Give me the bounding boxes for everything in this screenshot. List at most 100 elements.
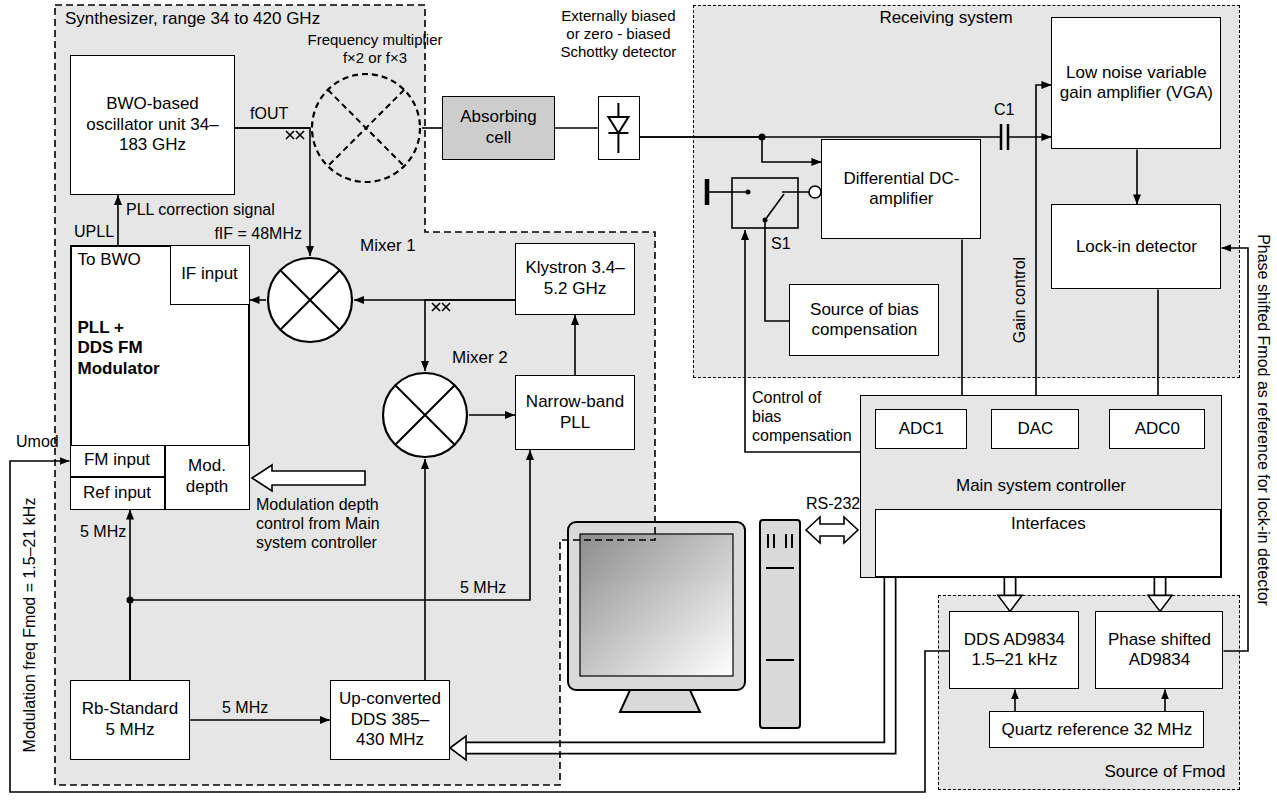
- connector-path: [1014, 689, 1016, 711]
- tower: [760, 520, 800, 728]
- signal-line: [1036, 85, 1051, 409]
- monitor-stand: [620, 690, 700, 712]
- bus-arrowhead: [1148, 595, 1172, 611]
- dds-box: Up-converted DDS 385–430 MHz: [330, 680, 450, 760]
- signal-line: [118, 195, 119, 245]
- annotation-label: RS-232: [806, 494, 860, 513]
- node-text: Low noise variable gain amplifier (VGA): [1058, 63, 1214, 104]
- node-text: DDS AD9834 1.5–21 kHz: [956, 630, 1072, 671]
- signal-label: Modulation freq Fmod = 1.5–21 kHz: [20, 498, 39, 753]
- connector-path: [574, 315, 576, 375]
- node-text: Narrow-band PLL: [522, 392, 628, 433]
- switch-symbol: [732, 178, 798, 228]
- mixer-ring: [383, 373, 467, 457]
- inverting-input: [809, 186, 821, 198]
- signal-line: [555, 128, 598, 129]
- annotation-label: fIF = 48MHz: [192, 224, 302, 243]
- annotation-label: Control of bias compensation: [752, 388, 852, 446]
- connector-path: [250, 299, 267, 301]
- node-text: Mixer 2: [452, 348, 508, 369]
- quartz-box: Quartz reference 32 MHz: [989, 711, 1204, 748]
- node-text: DAC: [1017, 419, 1053, 440]
- connector-path: [961, 239, 963, 409]
- node-text: Lock-in detector: [1076, 237, 1197, 258]
- node-text: IF input: [181, 264, 238, 285]
- node-text: ADC0: [1135, 419, 1180, 440]
- signal-line: [190, 720, 330, 721]
- mixer-cross: [395, 385, 454, 444]
- coupler-mark: [286, 131, 304, 139]
- connector-path: [1136, 149, 1138, 204]
- bus-body: [1155, 577, 1165, 595]
- switch-contact: [763, 218, 768, 223]
- connector-path: [1164, 689, 1166, 711]
- signal-line: [425, 459, 426, 680]
- node-text: Mixer 1: [360, 236, 416, 257]
- node-text: Phase shifted AD9834: [1102, 630, 1216, 671]
- node-text: Mod. depth: [172, 456, 243, 497]
- connector-path: [1221, 248, 1248, 651]
- connector-path: [130, 450, 530, 680]
- coupler-mark: [432, 303, 450, 311]
- bus-outline: [1154, 577, 1167, 595]
- node-text: Source of bias compensation: [796, 300, 932, 341]
- signal-line: [130, 450, 530, 680]
- connector-path: [1036, 85, 1051, 409]
- port-box: Mod. depth: [165, 445, 250, 510]
- switch-contact: [746, 190, 751, 195]
- node-text: Quartz reference 32 MHz: [1001, 720, 1192, 741]
- lock-in-box: Lock-in detector: [1051, 204, 1221, 289]
- dds-box: Phase shifted AD9834: [1095, 611, 1223, 689]
- connector-path: [117, 195, 119, 245]
- absorbing-cell: Absorbing cell: [442, 96, 555, 160]
- node-text: Synthesizer, range 34 to 420 GHz: [65, 9, 320, 30]
- node-outline: [599, 97, 639, 159]
- capacitor-symbol: [1001, 124, 1008, 150]
- annotation-label: C1: [994, 100, 1014, 119]
- controller-box: Main system controllerADC1DACADC0Interfa…: [860, 395, 1222, 578]
- monitor: [568, 522, 745, 690]
- node-text: Source of Fmod: [1104, 762, 1225, 783]
- modulation-source-ground: [938, 595, 1240, 790]
- connector-path: [640, 137, 821, 162]
- port-box: IF input: [170, 245, 250, 305]
- annotation-label: S1: [771, 234, 791, 253]
- signal-line: [1015, 689, 1016, 711]
- signal-line: [575, 315, 576, 375]
- dds-box: DDS AD9834 1.5–21 kHz: [949, 611, 1079, 689]
- synthesizer-ground: [55, 5, 655, 785]
- switch-blade: [732, 192, 798, 228]
- node-text: To BWO: [78, 250, 141, 271]
- node-text: Main system controller: [956, 476, 1126, 497]
- signal-line: [10, 461, 949, 792]
- mixer-cross: [328, 90, 404, 166]
- diode-line: [608, 103, 628, 153]
- ground-symbol: [705, 179, 710, 205]
- double-block-arrow: [806, 517, 858, 543]
- region-outline: [55, 5, 655, 785]
- node-text: Absorbing cell: [449, 107, 548, 148]
- node-text: ADC1: [899, 419, 944, 440]
- mixer-cross: [280, 270, 339, 329]
- pll-box: Narrow-band PLL: [515, 375, 635, 450]
- converter-box: ADC0: [1109, 409, 1205, 449]
- node-outline: [381, 371, 469, 459]
- annotation-label: Modulation depth control from Main syste…: [256, 495, 416, 553]
- synthesizer-region: Synthesizer, range 34 to 420 GHzBWO-base…: [55, 5, 655, 785]
- junction-dot: [127, 597, 134, 604]
- bus-outline: [1004, 577, 1017, 595]
- signal-line: [422, 128, 442, 129]
- mixer-circle: Mixer 2: [381, 371, 469, 459]
- mixer-ring: [312, 74, 420, 182]
- connector-path: [555, 127, 598, 129]
- computer-icon: [568, 520, 800, 728]
- multiplier-circle: Frequency multiplier f×2 or f×3: [310, 72, 422, 184]
- mixer-ring: [268, 258, 352, 342]
- converter-box: ADC1: [875, 409, 967, 449]
- bus-body: [1005, 577, 1015, 595]
- junction-dot: [759, 134, 766, 141]
- signal-line: [469, 415, 515, 416]
- bus-arrowhead: [450, 736, 466, 760]
